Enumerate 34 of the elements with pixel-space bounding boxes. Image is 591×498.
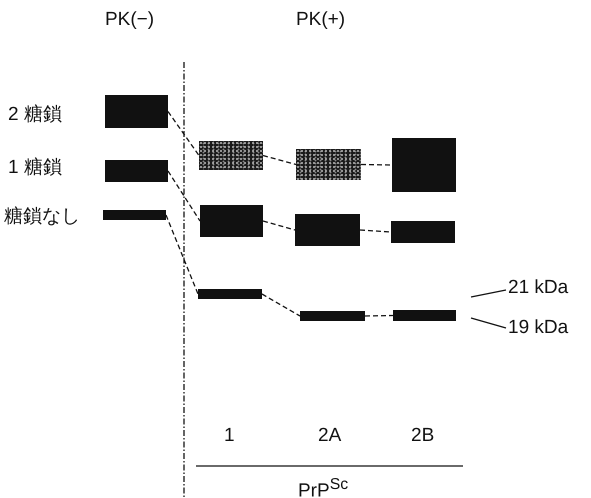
lane-label: 2A (318, 424, 342, 448)
connector-line (165, 214, 199, 294)
gel-band (295, 214, 360, 246)
gel-band (393, 310, 456, 321)
connector-line (364, 314, 394, 317)
connector-line (167, 170, 201, 222)
lane-label: 2B (411, 424, 434, 448)
leader-line (470, 289, 506, 298)
column-heading: PK(+) (296, 8, 346, 32)
band-label: 2 糖鎖 (8, 104, 62, 126)
connector-line (262, 220, 296, 231)
group-label: PrP$^{Sc}$ (298, 475, 348, 498)
connector-line (262, 154, 296, 166)
band-label: 糖鎖なし (4, 206, 80, 228)
gel-band (105, 160, 168, 182)
gel-band (200, 205, 263, 237)
stippled-gel-band (296, 149, 361, 180)
molecular-weight-label: 19 kDa (508, 317, 568, 339)
connector-line (360, 164, 392, 166)
band-label: 1 糖鎖 (8, 157, 62, 179)
gel-band (392, 138, 456, 192)
leader-line (470, 317, 506, 329)
lane-label: 1 (224, 424, 235, 448)
column-heading: PK(−) (105, 8, 154, 32)
molecular-weight-label: 21 kDa (508, 277, 568, 299)
gel-band (103, 210, 166, 220)
connector-line (262, 293, 300, 317)
connector-line (167, 111, 200, 156)
gel-band (391, 221, 455, 243)
connector-line (360, 229, 392, 233)
gel-band (300, 311, 365, 321)
gel-band (105, 95, 168, 128)
gel-band (198, 289, 262, 299)
stippled-gel-band (199, 141, 263, 170)
